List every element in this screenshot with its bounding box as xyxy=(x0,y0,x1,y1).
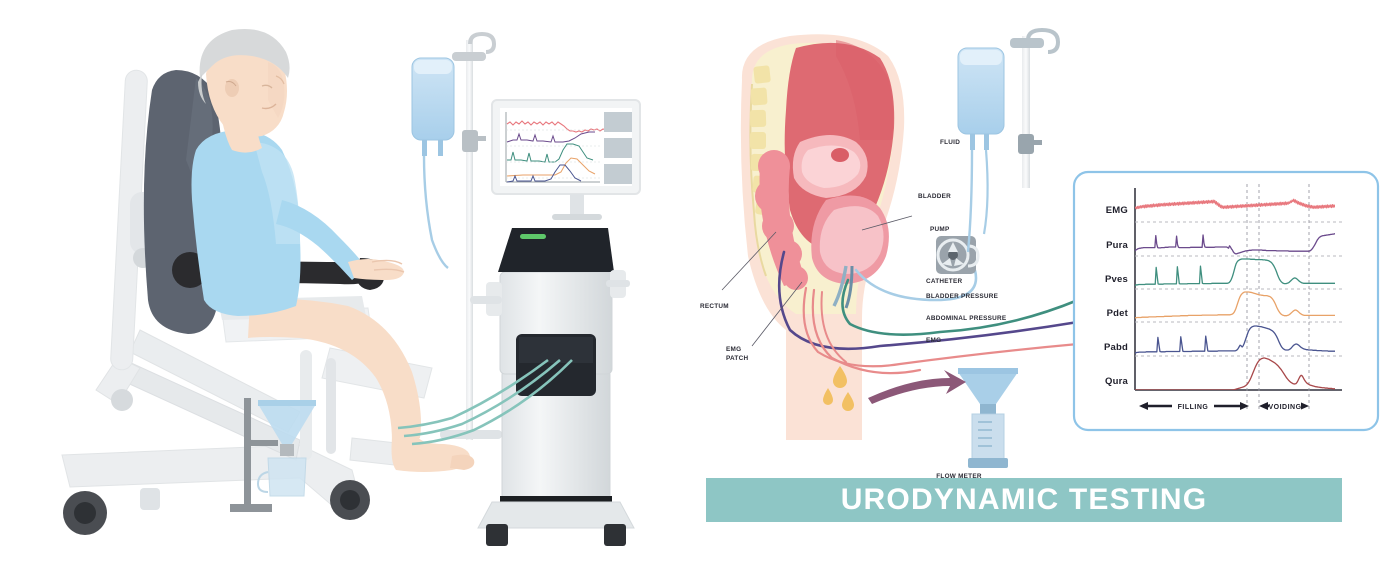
chart-phase-markers xyxy=(1246,184,1310,412)
urine-drops xyxy=(823,366,854,411)
phase-voiding: VOIDING xyxy=(1259,399,1309,412)
sensor-cables xyxy=(777,250,1080,375)
iv-pole-left xyxy=(411,31,502,440)
label-emg-cable: EMG xyxy=(926,337,941,344)
chart-trace-qura xyxy=(1135,357,1335,390)
chart-trace-emg xyxy=(1135,198,1335,210)
chart-border xyxy=(1072,170,1380,432)
label-fluid: FLUID xyxy=(940,139,960,146)
colon xyxy=(755,150,808,290)
phase-label-filling: FILLING xyxy=(1178,404,1209,411)
monitor-panel xyxy=(604,138,632,158)
label-bladder: BLADDER xyxy=(918,193,951,200)
label-catheter: CATHETER xyxy=(926,278,962,285)
title-banner: URODYNAMIC TESTING xyxy=(706,478,1342,522)
chart-traces xyxy=(1135,198,1335,390)
phase-label-voiding: VOIDING xyxy=(1268,404,1301,411)
pump-device xyxy=(936,236,980,274)
chart-trace-pabd xyxy=(1135,325,1335,354)
banner-bg xyxy=(706,478,1342,522)
label-flow-meter: FLOW METER xyxy=(936,473,982,480)
chart-label-pura: Pura xyxy=(1106,240,1128,251)
collection-funnel xyxy=(230,398,316,512)
anatomy-diagram: BLADDER PUMP CATHETER RECTUM EMG PATCH F… xyxy=(700,27,1080,480)
chart-gridlines xyxy=(1135,221,1342,357)
urodynamic-chart-panel: EMG Pura Pves Pdet Pabd Qura FILLING VOI… xyxy=(1072,170,1380,432)
chart-label-emg: EMG xyxy=(1106,205,1128,216)
label-rectum: RECTUM xyxy=(700,303,729,310)
chart-trace-pura xyxy=(1135,233,1335,255)
status-led xyxy=(520,234,546,239)
chart-label-qura: Qura xyxy=(1105,376,1128,387)
chart-label-pves: Pves xyxy=(1105,274,1128,285)
flow-meter xyxy=(868,368,1018,468)
chart-trace-pves xyxy=(1135,258,1335,287)
chart-label-pdet: Pdet xyxy=(1107,308,1129,319)
banner-title: URODYNAMIC TESTING xyxy=(841,483,1208,516)
monitor xyxy=(491,99,641,220)
label-pump: PUMP xyxy=(930,226,950,233)
monitor-panel xyxy=(604,164,632,184)
label-emg-patch-line2: PATCH xyxy=(726,355,748,362)
label-emg-patch-line1: EMG xyxy=(726,346,741,353)
patient xyxy=(191,28,475,472)
label-abdominal-pressure: ABDOMINAL PRESSURE xyxy=(926,315,1007,322)
chart-label-pabd: Pabd xyxy=(1104,342,1128,353)
chart-trace-pdet xyxy=(1135,291,1335,319)
urodynamics-cart xyxy=(397,228,635,546)
callout-leaders xyxy=(721,215,913,347)
label-bladder-pressure: BLADDER PRESSURE xyxy=(926,293,999,300)
monitor-traces xyxy=(505,112,632,184)
monitor-panel xyxy=(604,112,632,132)
iv-pole-right xyxy=(957,27,1061,253)
phase-filling: FILLING xyxy=(1139,399,1249,412)
left-scene xyxy=(61,28,641,546)
